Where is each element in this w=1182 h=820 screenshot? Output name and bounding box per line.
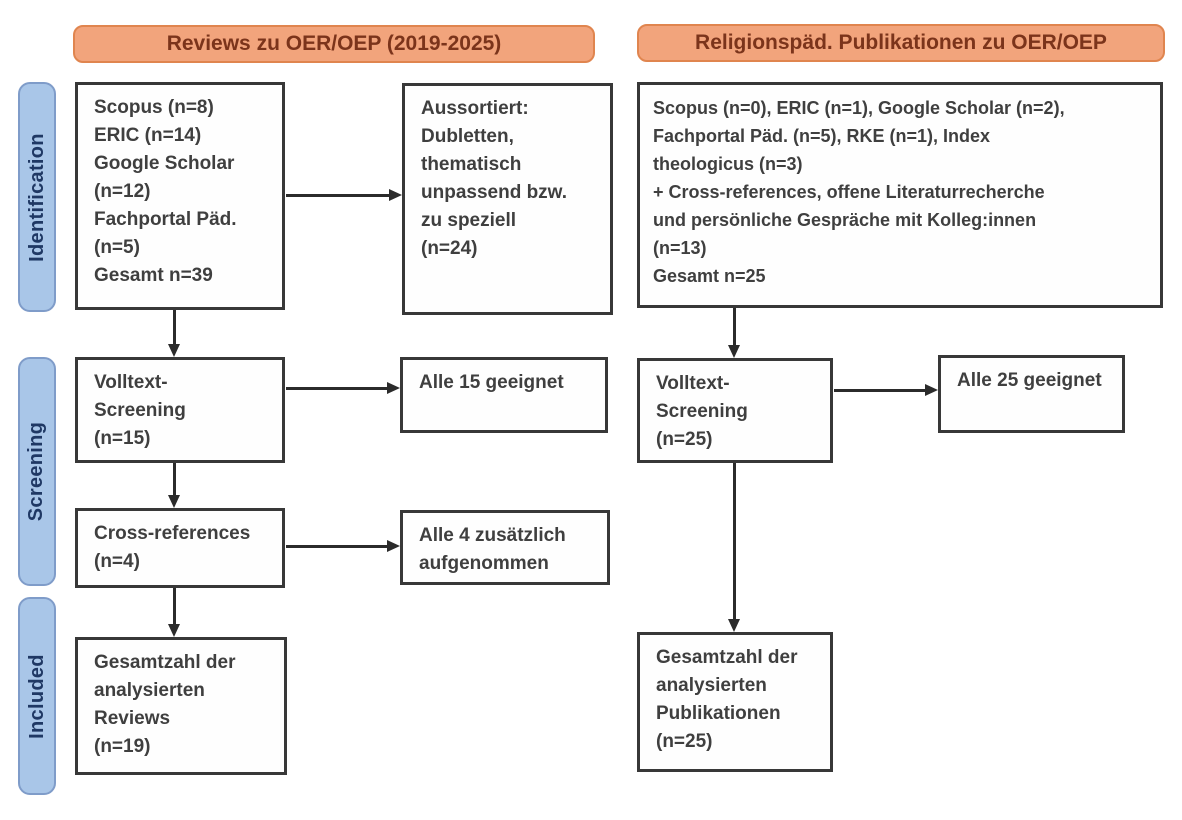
box-left-included-total: Gesamtzahl der analysierten Reviews (n=1…	[75, 637, 287, 775]
arrow-left-identification-to-screening	[168, 310, 180, 357]
box-left-identification-sources: Scopus (n=8) ERIC (n=14) Google Scholar …	[75, 82, 285, 310]
column-header-publications: Religionspäd. Publikationen zu OER/OEP	[637, 24, 1165, 62]
column-header-reviews: Reviews zu OER/OEP (2019-2025)	[73, 25, 595, 63]
box-right-fulltext-screening: Volltext- Screening (n=25)	[637, 358, 833, 463]
arrow-right-screening-to-result	[834, 384, 938, 396]
box-left-excluded: Aussortiert: Dubletten, thematisch unpas…	[402, 83, 613, 315]
box-right-fulltext-result: Alle 25 geeignet	[938, 355, 1125, 433]
arrow-left-identification-to-excluded	[286, 189, 402, 201]
stage-label-identification: Identification	[25, 132, 48, 262]
arrow-right-screening-to-included	[728, 463, 740, 632]
arrow-right-identification-to-screening	[728, 308, 740, 358]
box-left-fulltext-result: Alle 15 geeignet	[400, 357, 608, 433]
box-right-included-total: Gesamtzahl der analysierten Publikatione…	[637, 632, 833, 772]
stage-pill-screening: Screening	[18, 357, 56, 586]
arrow-left-screening-to-crossref	[168, 463, 180, 508]
box-left-cross-references: Cross-references (n=4)	[75, 508, 285, 588]
box-left-cross-references-result: Alle 4 zusätzlich aufgenommen	[400, 510, 610, 585]
stage-label-included: Included	[25, 653, 48, 739]
stage-label-screening: Screening	[25, 421, 48, 522]
box-right-identification-sources: Scopus (n=0), ERIC (n=1), Google Scholar…	[637, 82, 1163, 308]
stage-pill-included: Included	[18, 597, 56, 795]
arrow-left-crossref-to-result	[286, 540, 400, 552]
arrow-left-screening-to-result	[286, 382, 400, 394]
box-left-fulltext-screening: Volltext- Screening (n=15)	[75, 357, 285, 463]
stage-pill-identification: Identification	[18, 82, 56, 312]
arrow-left-crossref-to-included	[168, 588, 180, 637]
